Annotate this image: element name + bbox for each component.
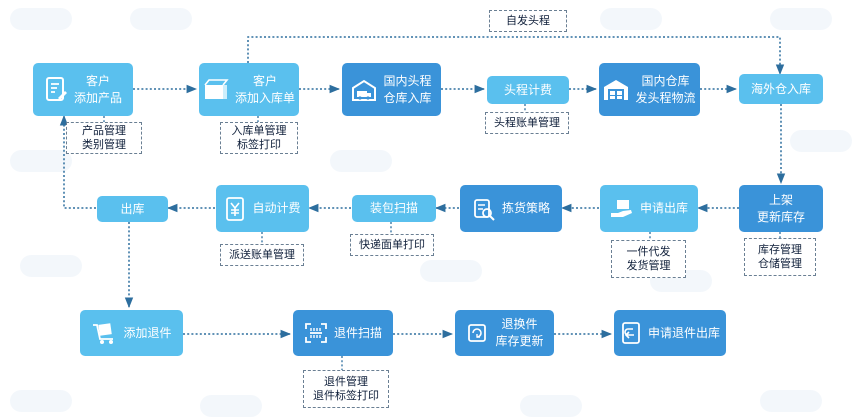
node-return-restock: 退换件库存更新 (455, 310, 554, 356)
bypass-self-first-leg (247, 36, 785, 76)
list-search-icon (472, 197, 496, 221)
note-self-first-leg: 自发头程 (489, 10, 567, 32)
node-outbound: 出库 (97, 196, 168, 222)
note-delivery-bill-mgmt: 派送账单管理 (220, 244, 304, 266)
barcode-scan-icon (304, 322, 328, 344)
refresh-box-icon (465, 321, 489, 345)
truck-warehouse-icon (351, 78, 377, 102)
warehouse-icon (603, 78, 629, 102)
node-first-leg-billing: 头程计费 (487, 76, 569, 104)
node-add-inbound: 客户添加入库单 (199, 63, 299, 116)
node-add-return: 添加退件 (80, 310, 183, 356)
node-pick-strategy: 拣货策略 (460, 185, 562, 232)
node-pack-scan: 装包扫描 (352, 195, 436, 222)
node-overseas-inbound: 海外仓入库 (739, 74, 823, 104)
note-first-leg-bill-mgmt: 头程账单管理 (485, 112, 569, 134)
return-document-icon (620, 321, 642, 345)
node-apply-return-outbound: 申请退件出库 (614, 310, 726, 356)
box-list-icon (203, 78, 229, 102)
note-express-print: 快递面单打印 (350, 234, 434, 256)
note-dropship: 一件代发发货管理 (611, 240, 686, 278)
yen-calculator-icon (224, 196, 246, 222)
arrow-outbound-loop-to-product (59, 114, 96, 209)
note-inbound-mgmt: 入库单管理标签打印 (220, 122, 298, 154)
note-product-mgmt: 产品管理类别管理 (66, 122, 142, 154)
note-return-mgmt: 退件管理退件标签打印 (303, 370, 389, 408)
document-edit-icon (44, 76, 68, 104)
return-cart-icon (91, 321, 117, 345)
note-inventory-mgmt: 库存管理仓储管理 (744, 238, 816, 276)
node-shelve: 上架更新库存 (739, 185, 823, 232)
node-apply-outbound: 申请出库 (600, 185, 698, 232)
node-return-scan: 退件扫描 (293, 310, 393, 356)
hand-package-icon (610, 198, 634, 220)
node-add-product: 客户添加产品 (33, 63, 133, 116)
node-domestic-warehouse-in: 国内头程仓库入库 (342, 63, 441, 116)
node-domestic-shipping: 国内仓库发头程物流 (599, 63, 700, 116)
node-auto-billing: 自动计费 (216, 185, 309, 232)
